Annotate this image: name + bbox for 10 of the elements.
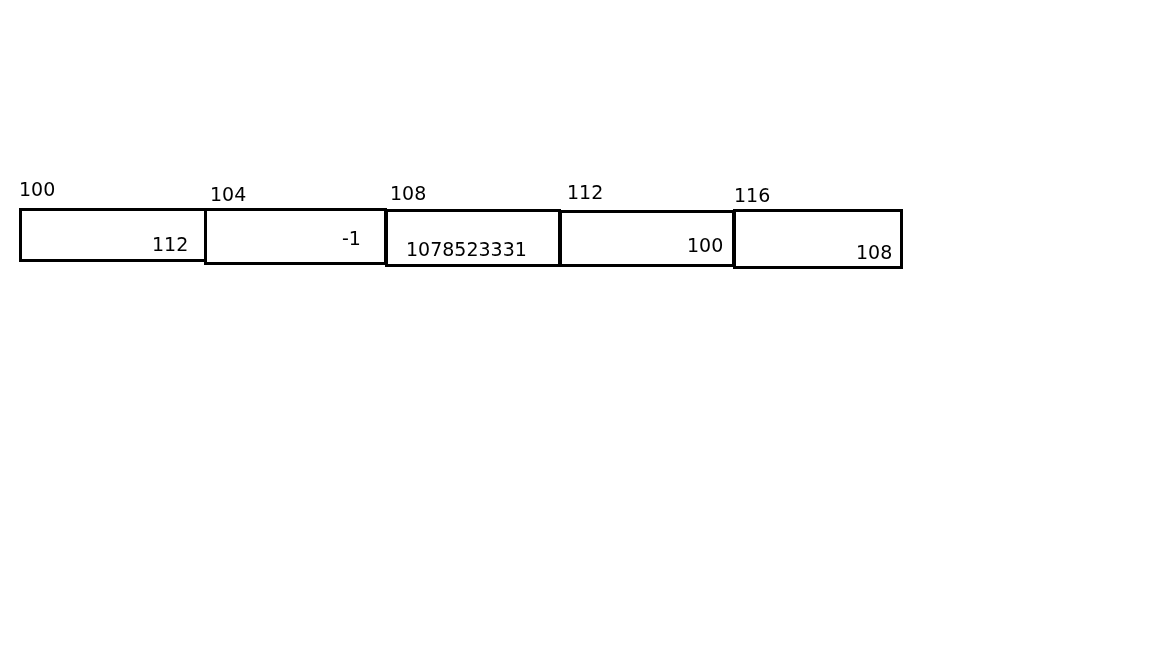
cell-value: 1078523331 <box>406 238 527 260</box>
address-label: 100 <box>19 178 56 200</box>
address-label: 112 <box>567 181 604 203</box>
address-label: 108 <box>390 182 427 204</box>
address-label: 104 <box>210 183 247 205</box>
cell-value: 100 <box>687 234 724 256</box>
cell-value: -1 <box>342 227 361 249</box>
cell-value: 112 <box>152 233 189 255</box>
address-label: 116 <box>734 184 771 206</box>
cell-value: 108 <box>856 241 893 263</box>
